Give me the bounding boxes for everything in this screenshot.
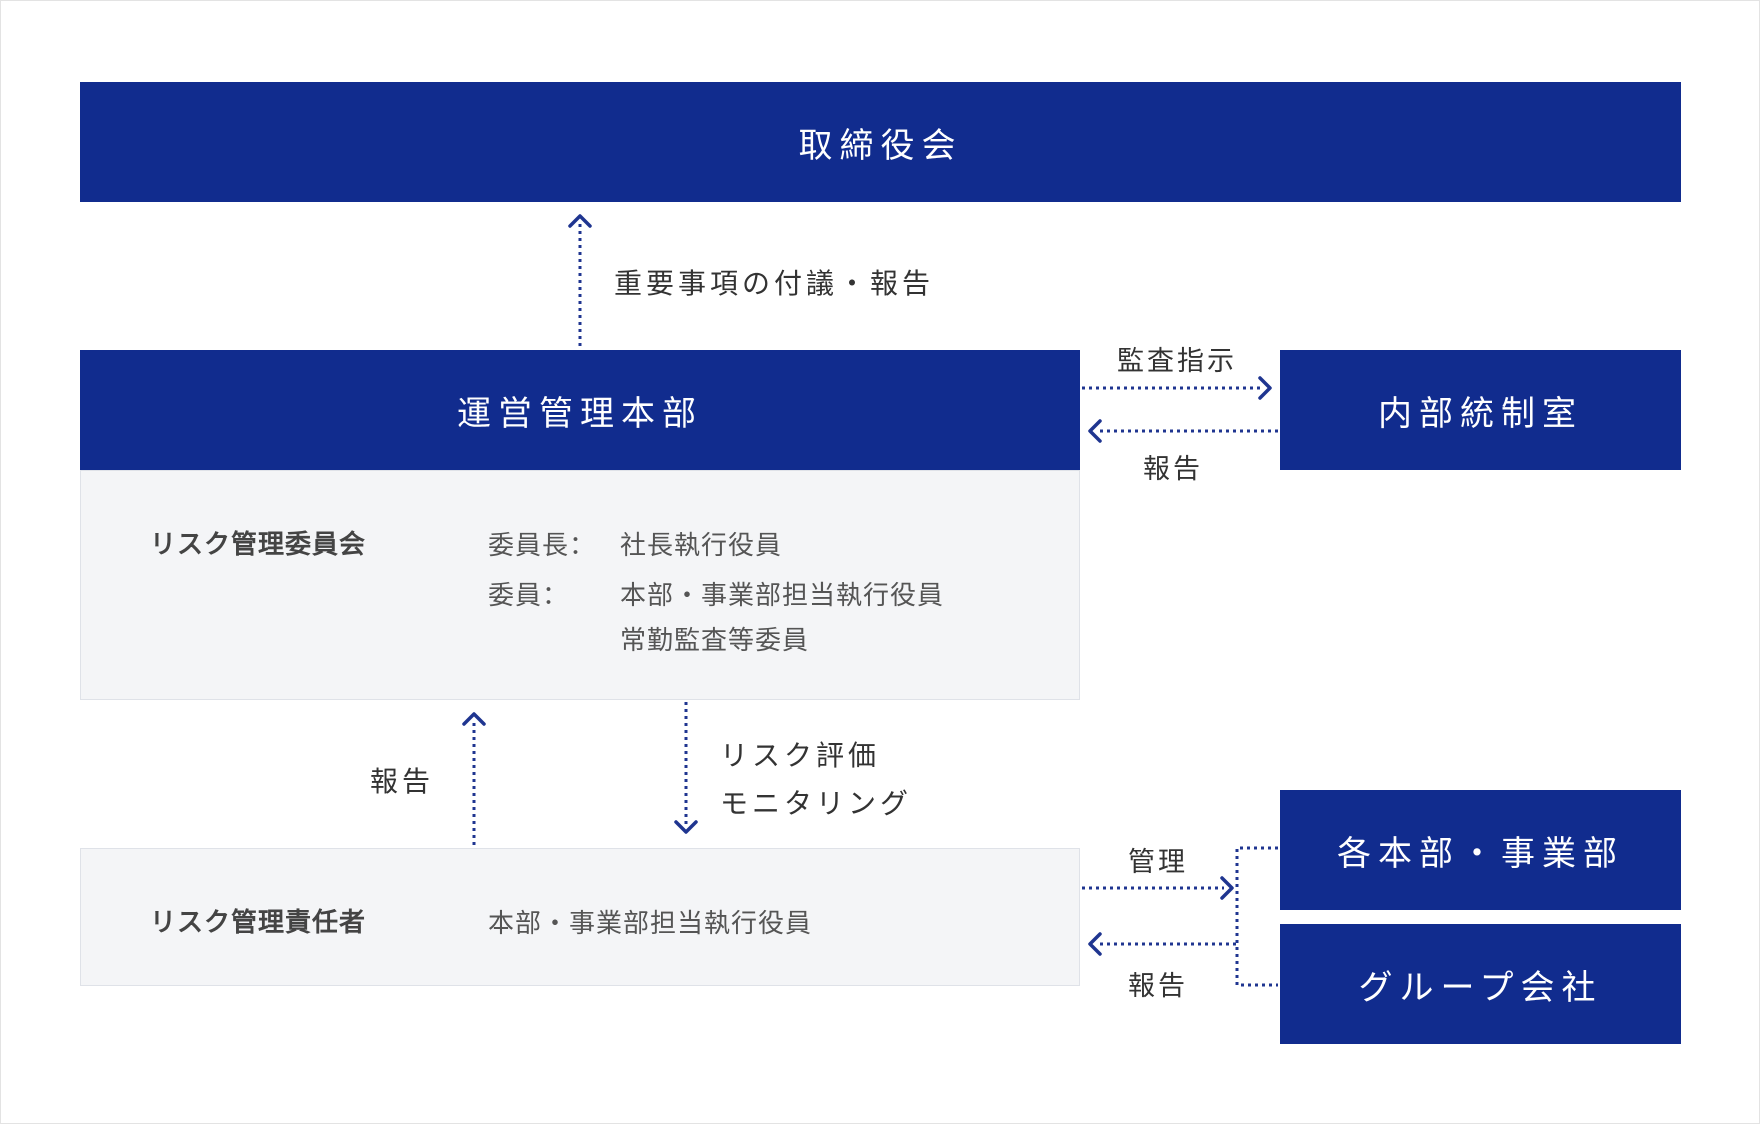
- operations-hq-box: 運営管理本部: [80, 350, 1080, 470]
- committee-members-value-1: 本部・事業部担当執行役員: [620, 581, 945, 611]
- manage-label: 管理: [1128, 847, 1188, 878]
- audit-instruction-arrowhead: [1258, 376, 1272, 400]
- committee-chair-value: 社長執行役員: [620, 531, 783, 561]
- group-companies-box: グループ会社: [1280, 924, 1681, 1044]
- divisions-box: 各本部・事業部: [1280, 790, 1681, 910]
- audit-instruction-label: 監査指示: [1117, 346, 1237, 377]
- internal-control-label: 内部統制室: [1378, 393, 1583, 434]
- committee-members-label: 委員：: [488, 581, 570, 611]
- committee-members-value-2: 常勤監査等委員: [620, 626, 810, 656]
- officer-name: リスク管理責任者: [150, 908, 367, 938]
- report-up-label: 報告: [370, 765, 435, 798]
- officer-panel: [80, 848, 1080, 986]
- committee-name: リスク管理委員会: [150, 530, 367, 560]
- report-from-divisions-arrowhead: [1088, 932, 1102, 956]
- report-from-internal-label: 報告: [1143, 454, 1203, 485]
- report-up-arrowhead: [462, 712, 486, 726]
- risk-eval-arrowhead: [674, 820, 698, 834]
- committee-panel: [80, 470, 1080, 700]
- manage-arrowhead: [1220, 876, 1234, 900]
- officer-value: 本部・事業部担当執行役員: [488, 909, 813, 939]
- committee-chair-label: 委員長：: [488, 531, 597, 561]
- to-board-label: 重要事項の付議・報告: [614, 267, 935, 300]
- report-from-internal-arrowhead: [1088, 419, 1102, 443]
- board-box: 取締役会: [80, 82, 1681, 202]
- internal-control-box: 内部統制室: [1280, 350, 1681, 470]
- group-companies-label: グループ会社: [1358, 967, 1603, 1008]
- report-from-divisions-label: 報告: [1128, 971, 1188, 1002]
- to-board-arrowhead: [568, 214, 592, 228]
- divisions-label: 各本部・事業部: [1337, 833, 1624, 874]
- risk-eval-label-1: リスク評価: [720, 739, 881, 772]
- board-label: 取締役会: [798, 125, 963, 166]
- risk-eval-label-2: モニタリング: [720, 787, 913, 820]
- division-bracket: [1235, 846, 1278, 987]
- operations-hq-label: 運営管理本部: [457, 393, 703, 434]
